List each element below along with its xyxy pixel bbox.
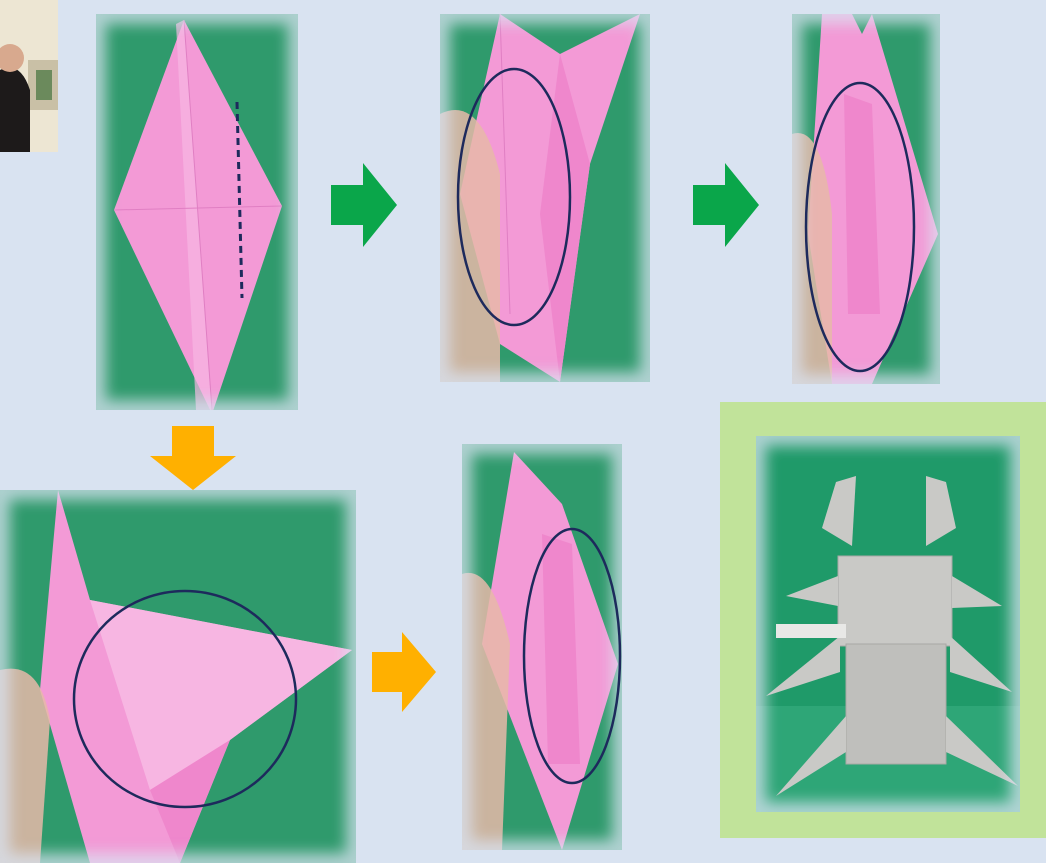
- arrow-down-icon-orange: [150, 426, 236, 490]
- step-1-panel: [96, 14, 298, 410]
- highlight-circle-icon: [72, 586, 298, 812]
- arrow-right-icon-green: [693, 163, 759, 247]
- arrow-right-icon-orange: [372, 632, 436, 712]
- highlight-circle-icon: [804, 80, 916, 374]
- header-caption: [430, 0, 650, 12]
- arrow-right-icon-green: [331, 163, 397, 247]
- stag-beetle-photo: [756, 436, 1020, 812]
- highlight-circle-icon: [522, 526, 622, 786]
- step-1-photo: [96, 14, 298, 410]
- highlight-circle-icon: [455, 66, 573, 328]
- presenter-thumbnail: [0, 0, 58, 152]
- presenter-image: [0, 0, 58, 152]
- final-result-panel: [756, 436, 1020, 812]
